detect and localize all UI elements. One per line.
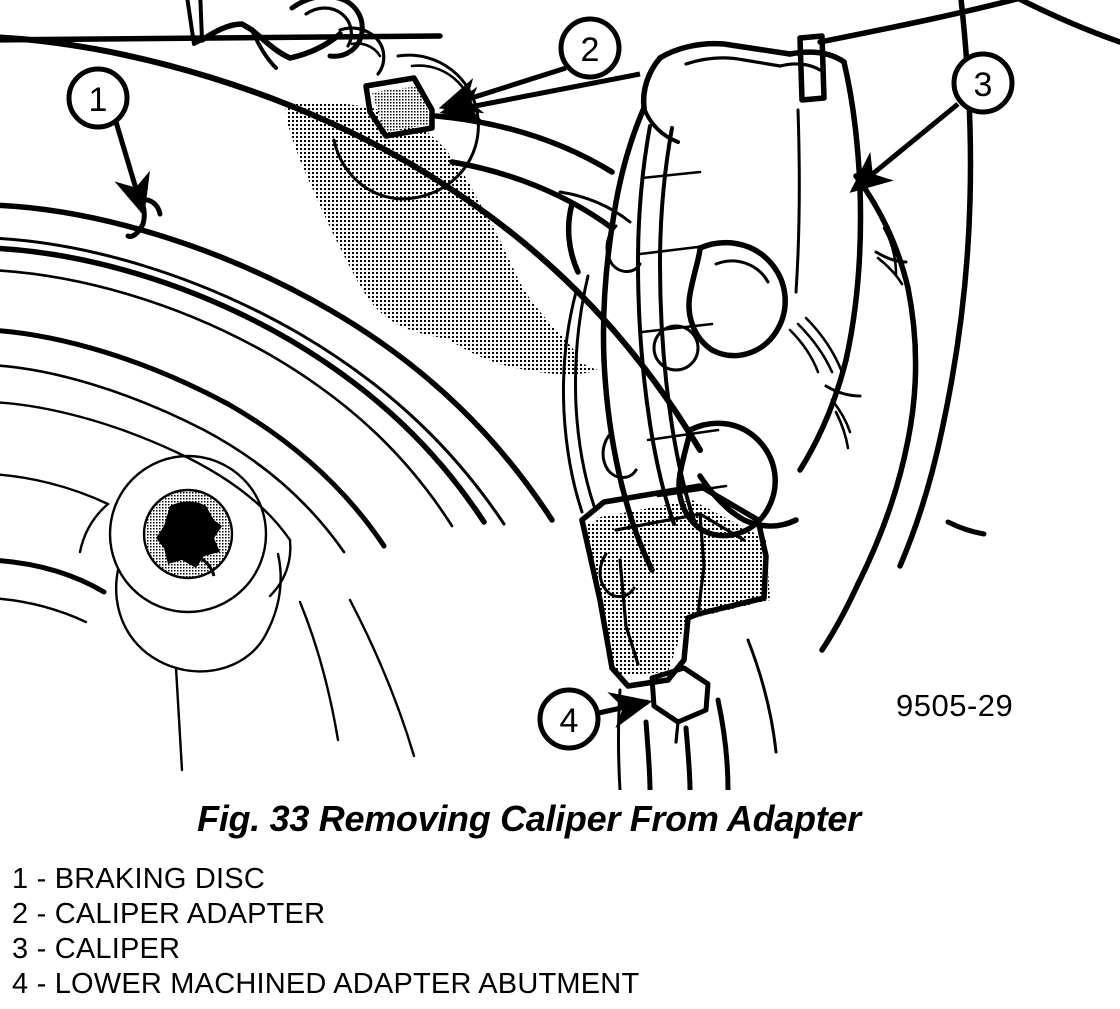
hub-bolt: [156, 501, 222, 577]
callout-2-leader-b: [439, 71, 641, 124]
caliper-body: [562, 33, 864, 598]
callout-1[interactable]: 1: [66, 66, 130, 130]
callout-group: 1 2 3 4: [66, 16, 1015, 751]
lower-machined-abutment: [579, 483, 778, 790]
callout-2-number: 2: [581, 31, 600, 69]
shaded-adapter-region: [285, 102, 598, 375]
callout-3-number: 3: [974, 66, 993, 104]
callout-4-leader: [593, 692, 653, 729]
callout-1-number: 1: [89, 81, 108, 119]
technical-illustration: 1 2 3 4: [0, 0, 1120, 790]
technician-hand: [676, 0, 1120, 653]
braking-disc: [0, 34, 703, 772]
callout-4-number: 4: [560, 702, 579, 740]
legend-item-4: 4 - LOWER MACHINED ADAPTER ABUTMENT: [12, 968, 640, 1000]
lower-abutment-shading: [586, 500, 770, 676]
callout-3-leader: [849, 102, 960, 193]
legend-item-1: 1 - BRAKING DISC: [12, 863, 265, 895]
callout-2[interactable]: 2: [558, 16, 622, 80]
callout-1-leader: [113, 121, 150, 217]
legend-list: 1 - BRAKING DISC 2 - CALIPER ADAPTER 3 -…: [12, 862, 1112, 1002]
callout-3[interactable]: 3: [951, 51, 1015, 115]
legend-item-2: 2 - CALIPER ADAPTER: [12, 898, 326, 930]
callout-4[interactable]: 4: [537, 687, 601, 751]
drawing-code: 9505-29: [896, 688, 1014, 723]
legend-item-3: 3 - CALIPER: [12, 933, 181, 965]
figure-title: Fig. 33 Removing Caliper From Adapter: [197, 798, 861, 839]
adapter-bolt-stipple: [372, 86, 432, 132]
